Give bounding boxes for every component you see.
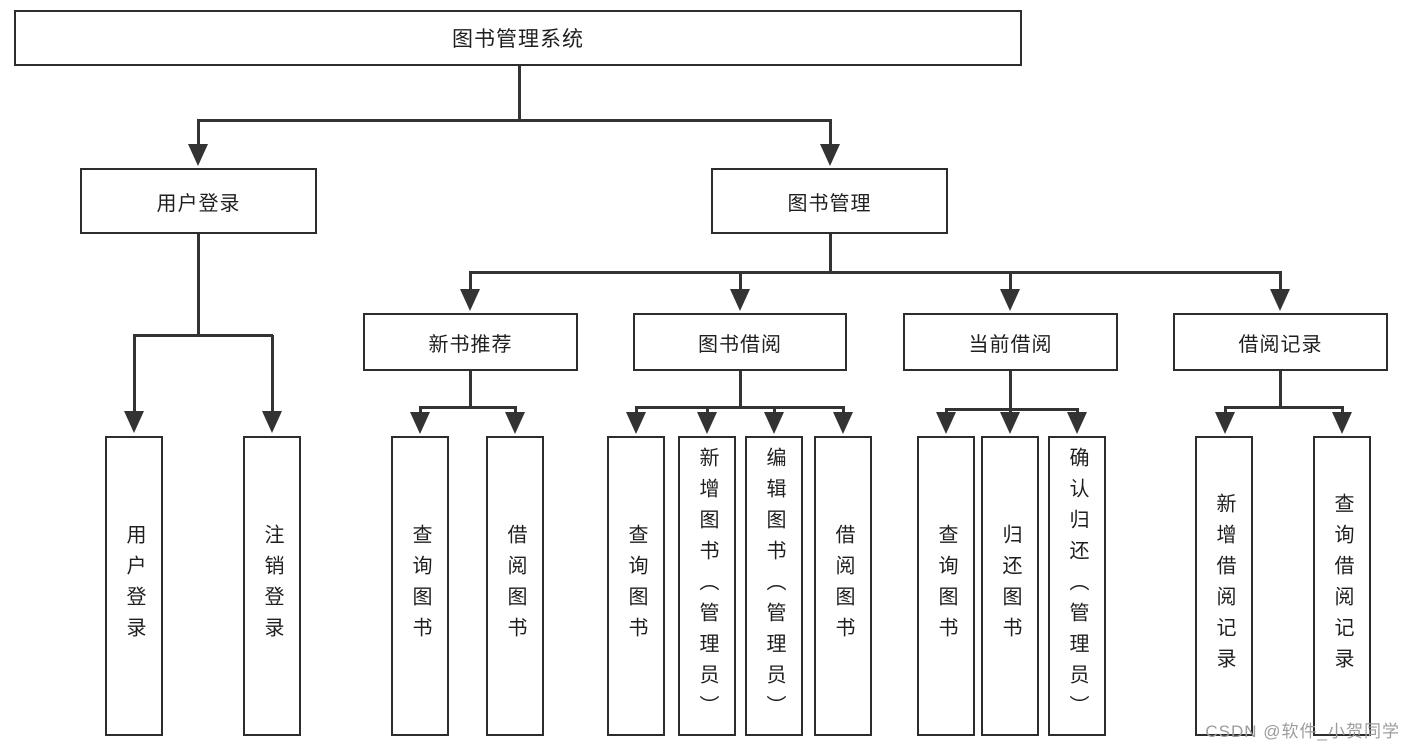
connector-line <box>469 270 1282 274</box>
leaf-current-query-books-label: 查询图书 <box>935 524 957 648</box>
node-current-borrowing-label: 当前借阅 <box>968 333 1053 356</box>
arrowhead-icon <box>999 412 1020 434</box>
leaf-newbook-query-books: 查询图书 <box>391 436 449 736</box>
leaf-current-confirm-return-admin-label: 确认归还（管理员） <box>1066 446 1088 726</box>
leaf-newbook-borrow-books-label: 借阅图书 <box>504 524 526 648</box>
arrowhead-icon <box>261 411 282 433</box>
connector-line <box>196 120 200 146</box>
leaf-borrow-edit-books-admin: 编辑图书（管理员） <box>745 436 803 736</box>
node-user-login-label: 用户登录 <box>156 192 241 215</box>
arrowhead-icon <box>459 289 480 311</box>
connector-line <box>132 335 136 413</box>
leaf-borrow-query-books: 查询图书 <box>607 436 665 736</box>
connector-line <box>468 371 472 409</box>
connector-line <box>419 405 517 409</box>
arrowhead-icon <box>935 412 956 434</box>
arrowhead-icon <box>819 144 840 166</box>
leaf-borrow-edit-books-admin-label: 编辑图书（管理员） <box>763 446 785 726</box>
leaf-record-query-borrow-record: 查询借阅记录 <box>1313 436 1371 736</box>
arrowhead-icon <box>729 289 750 311</box>
arrowhead-icon <box>1066 412 1087 434</box>
connector-line <box>468 272 472 291</box>
leaf-record-add-borrow-record-label: 新增借阅记录 <box>1213 493 1235 679</box>
connector-line <box>196 234 200 337</box>
connector-line <box>1008 409 1012 414</box>
leaf-borrow-add-books-admin-label: 新增图书（管理员） <box>696 446 718 726</box>
leaf-user-login-label: 用户登录 <box>123 524 145 648</box>
arrowhead-icon <box>999 289 1020 311</box>
leaf-logout-login-label: 注销登录 <box>261 524 283 648</box>
connector-line <box>1075 409 1079 414</box>
connector-line <box>1008 272 1012 291</box>
node-borrowing-records-label: 借阅记录 <box>1238 333 1323 356</box>
leaf-current-confirm-return-admin: 确认归还（管理员） <box>1048 436 1106 736</box>
node-user-login: 用户登录 <box>80 168 317 234</box>
connector-line <box>1340 407 1344 414</box>
leaf-newbook-query-books-label: 查询图书 <box>409 524 431 648</box>
leaf-borrow-borrow-books-label: 借阅图书 <box>832 524 854 648</box>
node-book-management-label: 图书管理 <box>787 192 872 215</box>
leaf-borrow-query-books-label: 查询图书 <box>625 524 647 648</box>
arrowhead-icon <box>696 412 717 434</box>
arrowhead-icon <box>123 411 144 433</box>
leaf-current-query-books: 查询图书 <box>917 436 975 736</box>
watermark: CSDN @软件_小贺同学 <box>1205 722 1400 741</box>
arrowhead-icon <box>187 144 208 166</box>
node-root-label: 图书管理系统 <box>452 28 584 51</box>
leaf-user-login: 用户登录 <box>105 436 163 736</box>
connector-line <box>513 407 517 414</box>
leaf-borrow-add-books-admin: 新增图书（管理员） <box>678 436 736 736</box>
arrowhead-icon <box>409 412 430 434</box>
connector-line <box>634 407 638 414</box>
leaf-record-query-borrow-record-label: 查询借阅记录 <box>1331 493 1353 679</box>
connector-line <box>635 405 845 409</box>
leaf-logout-login: 注销登录 <box>243 436 301 736</box>
connector-line <box>270 335 274 413</box>
connector-line <box>945 407 1079 411</box>
node-current-borrowing: 当前借阅 <box>903 313 1118 371</box>
leaf-record-add-borrow-record: 新增借阅记录 <box>1195 436 1253 736</box>
node-root-system: 图书管理系统 <box>14 10 1022 66</box>
connector-line <box>1224 405 1344 409</box>
connector-line <box>828 120 832 146</box>
connector-line <box>1223 407 1227 414</box>
node-book-management: 图书管理 <box>711 168 948 234</box>
arrowhead-icon <box>1214 412 1235 434</box>
arrowhead-icon <box>832 412 853 434</box>
connector-line <box>705 407 709 414</box>
leaf-borrow-borrow-books: 借阅图书 <box>814 436 872 736</box>
arrowhead-icon <box>1331 412 1352 434</box>
connector-line <box>418 407 422 414</box>
node-new-book-recommendation: 新书推荐 <box>363 313 578 371</box>
connector-line <box>1008 371 1012 411</box>
leaf-current-return-books: 归还图书 <box>981 436 1039 736</box>
connector-line <box>772 407 776 414</box>
connector-line <box>841 407 845 414</box>
connector-line <box>197 118 832 122</box>
leaf-current-return-books-label: 归还图书 <box>999 524 1021 648</box>
connector-line <box>517 66 521 122</box>
arrowhead-icon <box>504 412 525 434</box>
connector-line <box>133 333 273 337</box>
leaf-newbook-borrow-books: 借阅图书 <box>486 436 544 736</box>
node-book-borrowing: 图书借阅 <box>633 313 847 371</box>
connector-line <box>1278 272 1282 291</box>
connector-line <box>738 272 742 291</box>
connector-line <box>944 409 948 414</box>
connector-line <box>1278 371 1282 409</box>
arrowhead-icon <box>1269 289 1290 311</box>
node-borrowing-records: 借阅记录 <box>1173 313 1388 371</box>
node-book-borrowing-label: 图书借阅 <box>698 333 782 356</box>
connector-line <box>828 234 832 274</box>
node-new-book-recommendation-label: 新书推荐 <box>428 333 513 356</box>
arrowhead-icon <box>763 412 784 434</box>
connector-line <box>738 371 742 409</box>
arrowhead-icon <box>625 412 646 434</box>
